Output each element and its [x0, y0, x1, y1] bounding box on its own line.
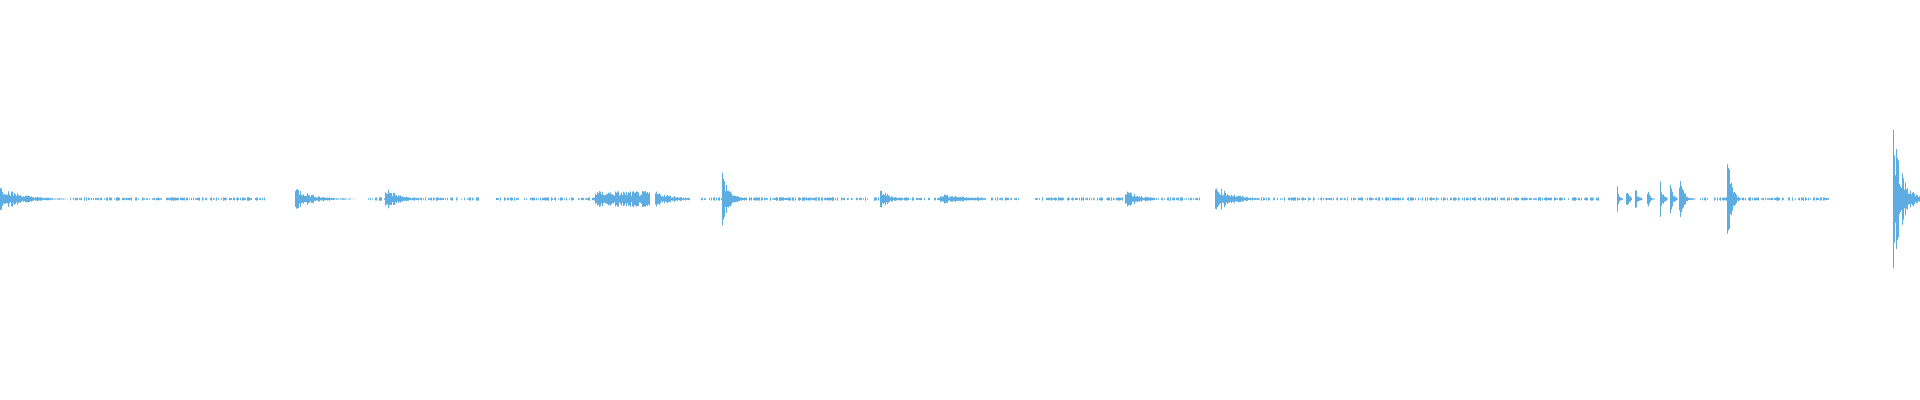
waveform-path — [0, 129, 1920, 269]
